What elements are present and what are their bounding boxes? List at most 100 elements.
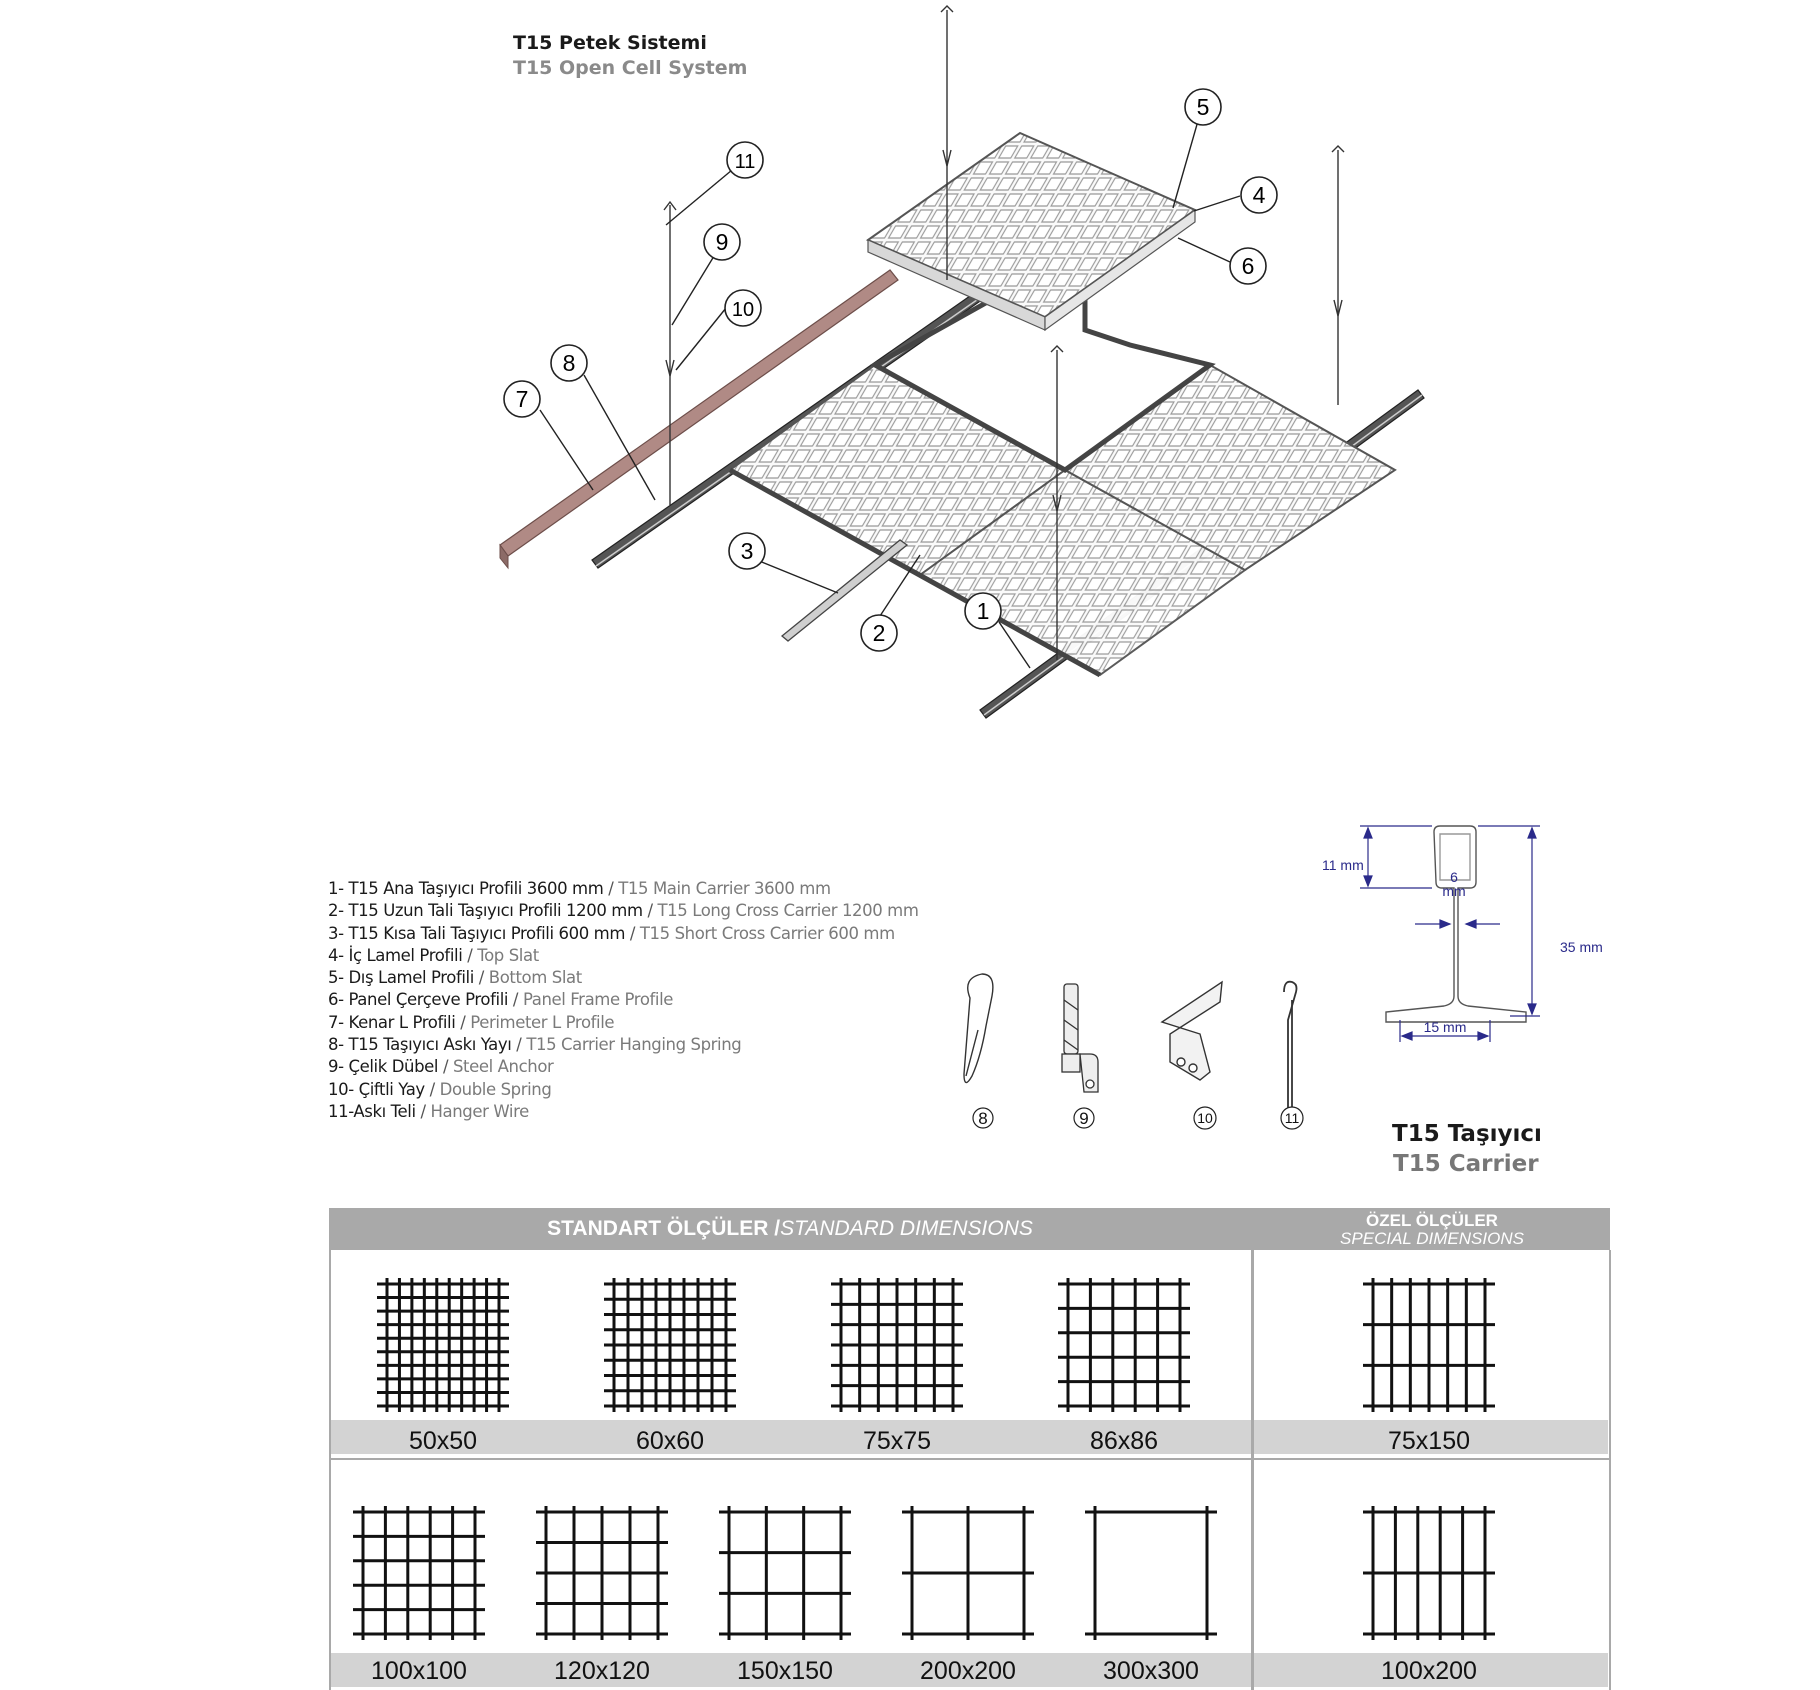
legend-item-turkish: 10- Çiftli Yay: [328, 1079, 425, 1099]
legend-item-turkish: 7- Kenar L Profili: [328, 1012, 456, 1032]
grid-pattern-100x100: [353, 1506, 485, 1640]
grid-cell-150x150: 150x150: [715, 1498, 855, 1688]
grid-pattern-100x200: [1363, 1506, 1495, 1640]
svg-text:9: 9: [1079, 1109, 1088, 1128]
carrier-profile-drawing: 11 mm 6 mm 35 mm 15 mm: [1322, 825, 1603, 1042]
grid-label-200x200: 200x200: [920, 1657, 1016, 1685]
grid-cell-100x100: 100x100: [349, 1498, 489, 1688]
short-cross-carrier: [780, 539, 909, 642]
callout-7: 7: [503, 380, 541, 418]
legend-item-english: Perimeter L Profile: [470, 1012, 615, 1032]
panel-assembly: [728, 292, 1397, 678]
svg-text:6: 6: [1242, 253, 1255, 279]
t-profile-shape: [1385, 825, 1527, 1023]
legend-item-english: Bottom Slat: [488, 968, 582, 988]
grid-label-150x150: 150x150: [737, 1657, 833, 1685]
legend-item: 9- Çelik Dübel / Steel Anchor: [328, 1057, 554, 1077]
svg-text:3: 3: [741, 538, 754, 564]
svg-text:11: 11: [735, 151, 756, 173]
grid-pattern-300x300: [1085, 1506, 1217, 1640]
grid-label-75x150: 75x150: [1387, 1427, 1471, 1455]
legend-item: 6- Panel Çerçeve Profili / Panel Frame P…: [328, 990, 674, 1010]
grid-cell-60x60: 60x60: [600, 1270, 740, 1455]
legend-item-turkish: 1- T15 Ana Taşıyıcı Profili 3600 mm: [328, 879, 604, 898]
part-number-11: 11: [1280, 1106, 1304, 1130]
steel-anchor-part: [1061, 983, 1099, 1093]
legend-item-turkish: 11-Askı Teli: [328, 1101, 416, 1121]
table-header-special: ÖZEL ÖLÇÜLER SPECIAL DIMENSIONS: [1254, 1208, 1610, 1250]
callout-4: 4: [1240, 176, 1278, 214]
grid-pattern-86x86: [1058, 1278, 1190, 1412]
grid-pattern-150x150: [719, 1506, 851, 1640]
grid-label-100x200: 100x200: [1381, 1657, 1477, 1685]
leader-lines: [539, 106, 1241, 669]
legend-item-english: Top Slat: [477, 945, 539, 965]
grid-pattern-60x60: [604, 1278, 736, 1412]
isometric-ceiling-diagram: 1 2 3 4 5 6 7 8 9 10 11: [499, 5, 1425, 719]
svg-text:8: 8: [563, 350, 576, 376]
grid-cell-50x50: 50x50: [373, 1270, 513, 1455]
legend-item-english: T15 Carrier Hanging Spring: [526, 1035, 742, 1055]
legend-item: 2- T15 Uzun Tali Taşıyıcı Profili 1200 m…: [328, 901, 919, 921]
part-number-10: 10: [1193, 1106, 1217, 1130]
legend-item-english: T15 Long Cross Carrier 1200 mm: [657, 901, 919, 921]
special-header-english: SPECIAL DIMENSIONS: [1340, 1229, 1524, 1248]
legend-item-turkish: 3- T15 Kısa Tali Taşıyıcı Profili 600 mm: [328, 923, 626, 943]
table-column-divider: [1251, 1208, 1254, 1690]
parts-legend: 1- T15 Ana Taşıyıcı Profili 3600 mm / T1…: [328, 878, 919, 1123]
svg-text:10: 10: [732, 299, 754, 321]
hanger-wire-part: [1283, 980, 1298, 1118]
grid-cell-300x300: 300x300: [1081, 1498, 1221, 1688]
grid-label-100x100: 100x100: [371, 1657, 467, 1685]
title-turkish: T15 Petek Sistemi: [513, 32, 707, 54]
grid-cell-200x200: 200x200: [898, 1498, 1038, 1688]
legend-item-english: Steel Anchor: [452, 1057, 554, 1077]
grid-pattern-75x75: [831, 1278, 963, 1412]
row1-special-label-band: [1254, 1420, 1608, 1454]
grid-pattern-75x150: [1363, 1278, 1495, 1412]
callout-1: 1: [964, 592, 1002, 630]
hanging-spring-part: [963, 973, 994, 1084]
dim-web-value: 6: [1450, 869, 1458, 885]
svg-text:10: 10: [1197, 1110, 1213, 1126]
part-number-8: 8: [972, 1107, 994, 1129]
legend-item: 4- İç Lamel Profili / Top Slat: [328, 945, 539, 965]
grid-pattern-200x200: [902, 1506, 1034, 1640]
legend-item-english: Double Spring: [439, 1079, 552, 1099]
grid-cell-75x150: 75x150: [1359, 1270, 1499, 1455]
legend-item: 10- Çiftli Yay / Double Spring: [328, 1079, 552, 1099]
dim-web-unit: mm: [1442, 883, 1465, 899]
svg-text:2: 2: [873, 620, 886, 646]
perimeter-l-profile: [499, 269, 899, 570]
svg-text:8: 8: [978, 1109, 987, 1128]
upper-panel: [865, 131, 1198, 332]
legend-item-turkish: 9- Çelik Dübel: [328, 1057, 439, 1077]
legend-item-turkish: 4- İç Lamel Profili: [328, 945, 463, 965]
legend-item: 3- T15 Kısa Tali Taşıyıcı Profili 600 mm…: [328, 923, 895, 943]
grid-cell-86x86: 86x86: [1054, 1270, 1194, 1455]
carrier-title-english: T15 Carrier: [1393, 1151, 1539, 1177]
row2-special-label-band: [1254, 1653, 1608, 1687]
callout-6: 6: [1229, 247, 1267, 285]
table-outline: [329, 1250, 1611, 1690]
callout-8: 8: [550, 344, 588, 382]
legend-item-turkish: 5- Dış Lamel Profili: [328, 968, 474, 988]
svg-text:9: 9: [716, 229, 729, 255]
standard-header-turkish: STANDART ÖLÇÜLER /: [547, 1217, 781, 1240]
grid-cell-100x200: 100x200: [1359, 1498, 1499, 1688]
callout-2: 2: [860, 614, 898, 652]
legend-item-english: T15 Main Carrier 3600 mm: [618, 879, 831, 898]
row1-label-band: [331, 1420, 1251, 1454]
grid-label-120x120: 120x120: [554, 1657, 650, 1685]
grid-cell-120x120: 120x120: [532, 1498, 672, 1688]
callout-9: 9: [703, 223, 741, 261]
svg-text:4: 4: [1253, 182, 1266, 208]
callout-11: 11: [726, 141, 764, 179]
grid-pattern-120x120: [536, 1506, 668, 1640]
grid-label-300x300: 300x300: [1103, 1657, 1199, 1685]
dimension-lines: [1360, 825, 1540, 1042]
grid-label-50x50: 50x50: [408, 1427, 478, 1455]
title-english: T15 Open Cell System: [513, 57, 748, 79]
grid-cell-75x75: 75x75: [827, 1270, 967, 1455]
legend-item-turkish: 2- T15 Uzun Tali Taşıyıcı Profili 1200 m…: [328, 901, 643, 921]
